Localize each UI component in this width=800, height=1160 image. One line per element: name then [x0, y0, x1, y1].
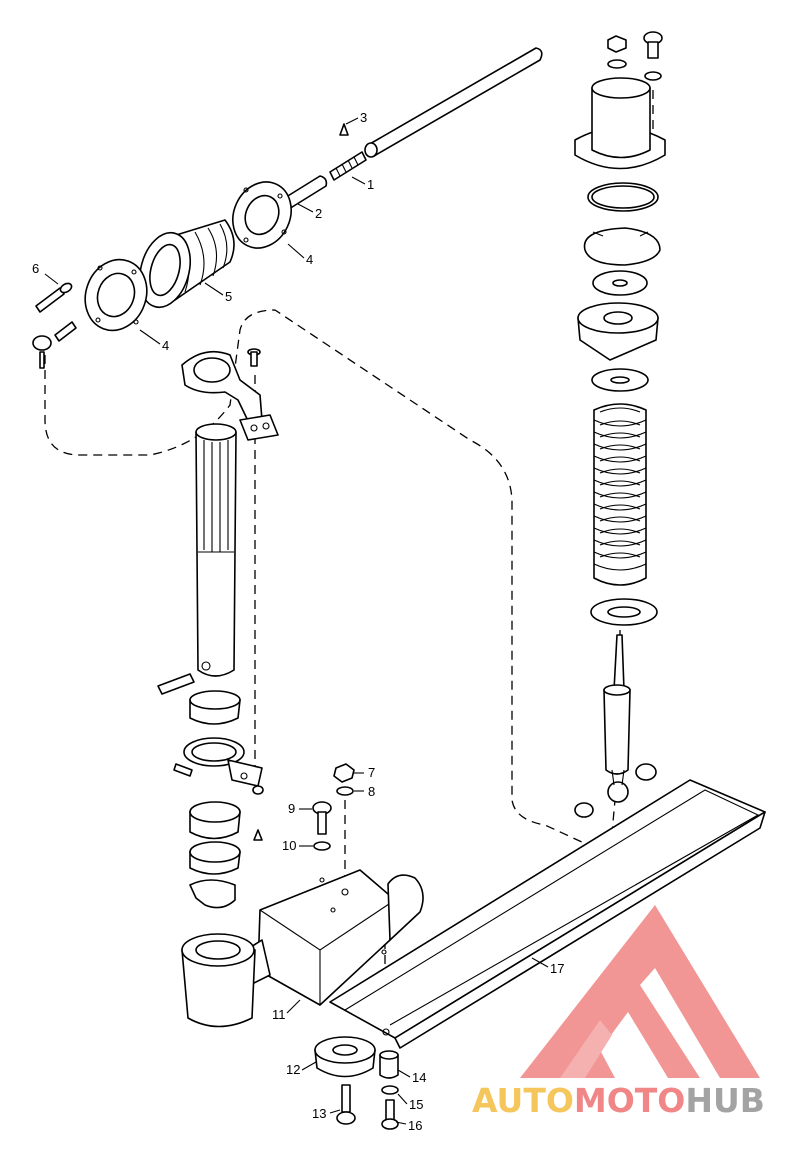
mount-12: [314, 1036, 376, 1078]
washer-8: [336, 786, 354, 796]
callout-10: 10: [282, 838, 296, 853]
bushing-middle: [189, 801, 241, 840]
callout-13: 13: [312, 1106, 326, 1121]
watermark-auto: AUTO: [472, 1081, 574, 1120]
bolt-16: [381, 1099, 399, 1130]
callout-15: 15: [409, 1097, 423, 1112]
spring-1: [329, 151, 367, 181]
callout-3: 3: [360, 110, 367, 125]
watermark-moto: MOTO: [574, 1081, 685, 1120]
spring-seat-lower: [590, 598, 658, 626]
callout-labels: 1 2 3 4 5 6 4 7 8 9 10 11 12 14 13 15 16…: [32, 110, 564, 1133]
callout-5: 5: [225, 289, 232, 304]
bushing-lower: [189, 841, 241, 875]
washer-10: [313, 841, 331, 851]
pin-3: [339, 123, 349, 136]
watermark-hub: HUB: [685, 1081, 765, 1120]
leader-lines: [44, 117, 549, 1125]
strut-top-mount: [574, 77, 666, 170]
callout-11: 11: [272, 1007, 286, 1022]
frame-rail-17: [329, 779, 766, 1049]
clamp: [173, 737, 264, 795]
column-pin: [157, 673, 195, 695]
bolt-small: [32, 321, 77, 369]
callout-12: 12: [286, 1062, 300, 1077]
pin-small: [253, 829, 263, 841]
assembly-dashed-path: [44, 309, 616, 856]
callout-4-upper: 4: [306, 252, 313, 267]
snap-ring: [583, 227, 661, 266]
automotohub-logo: AUTOMOTOHUB: [472, 905, 765, 1120]
logo-inner-mark: [560, 1020, 612, 1078]
nut-7: [333, 763, 355, 783]
housing-11: [181, 869, 424, 1028]
screw-top: [247, 348, 261, 367]
shock-bushing-right: [635, 763, 657, 781]
steering-rod: [364, 47, 543, 158]
callout-17: 17: [550, 961, 564, 976]
rubber-boot-5: [139, 219, 235, 309]
bolt-9: [312, 801, 332, 835]
callout-4-lower: 4: [162, 338, 169, 353]
callout-1: 1: [367, 177, 374, 192]
callout-16: 16: [408, 1118, 422, 1133]
shock-bushing-left: [574, 802, 594, 818]
callout-7: 7: [368, 765, 375, 780]
callout-6: 6: [32, 261, 39, 276]
steering-column: [195, 423, 237, 677]
spring-seat-upper: [577, 302, 659, 361]
top-washer: [607, 59, 662, 81]
flange-4-upper: [232, 181, 292, 249]
bolt-13: [336, 1084, 356, 1125]
spring-washer: [591, 368, 649, 392]
flange-4-lower: [84, 258, 148, 332]
svg-text:AUTOMOTOHUB: AUTOMOTOHUB: [472, 1081, 765, 1120]
bushing-upper: [189, 690, 241, 725]
c-bracket: [189, 879, 236, 909]
top-nut: [607, 35, 627, 53]
callout-14: 14: [412, 1070, 426, 1085]
washer-15: [381, 1085, 399, 1095]
o-ring: [587, 182, 659, 212]
coil-spring: [593, 403, 647, 586]
rivet-6: [35, 282, 73, 313]
shock-absorber: [603, 634, 631, 803]
column-bracket: [181, 350, 279, 441]
spacer-14: [379, 1050, 399, 1079]
callout-8: 8: [368, 784, 375, 799]
spacer-washer: [592, 270, 648, 296]
logo-triangle-mark: [520, 905, 760, 1078]
callout-9: 9: [288, 801, 295, 816]
top-bolt: [643, 31, 663, 59]
callout-2: 2: [315, 206, 322, 221]
